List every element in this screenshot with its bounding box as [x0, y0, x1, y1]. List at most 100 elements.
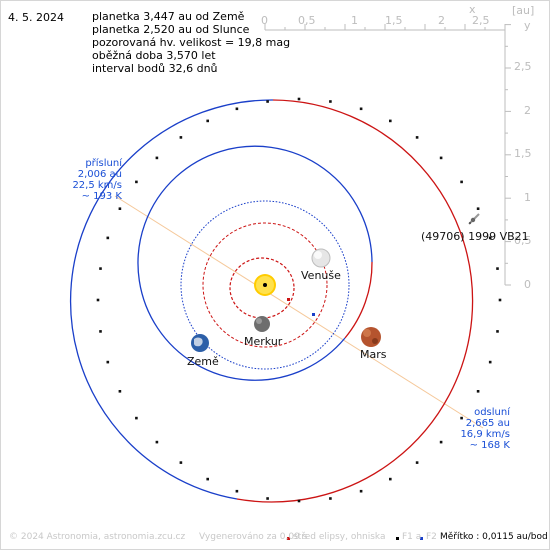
- asteroid-orbit-point: [498, 298, 502, 302]
- venus-orbit: [202, 222, 328, 348]
- asteroid-orbit-point: [329, 100, 332, 103]
- x-tick-label: 2: [438, 14, 445, 27]
- asteroid-orbit-point: [206, 477, 209, 481]
- info-line: interval bodů 32,6 dnů: [92, 62, 218, 75]
- asteroid-orbit-point: [460, 416, 463, 420]
- asteroid-orbit-point: [389, 477, 392, 481]
- mars-icon: [361, 327, 381, 347]
- asteroid-orbit-point: [329, 497, 332, 500]
- perihelion-temp: ~ 193 K: [81, 191, 122, 202]
- x-axis-letter: x: [469, 3, 476, 16]
- asteroid-position-icon: [468, 213, 480, 225]
- asteroid-orbit-point: [488, 236, 492, 240]
- info-line: oběžná doba 3,570 let: [92, 49, 216, 62]
- scale-label: Měřítko : 0,0115 au/bod: [440, 532, 548, 542]
- focus-f2-marker: [312, 313, 315, 316]
- y-tick-label: 0: [524, 278, 531, 291]
- date-label: 4. 5. 2024: [8, 11, 64, 24]
- asteroid-orbit-point: [297, 97, 301, 101]
- perihelion-speed: 22,5 km/s: [72, 180, 122, 191]
- y-tick-label: 2: [524, 104, 531, 117]
- legend-f2-label: F2: [426, 532, 437, 542]
- perihelion-info: přísluní 2,006 au 22,5 km/s ~ 193 K: [72, 158, 122, 202]
- y-scale-ticks: [505, 24, 511, 286]
- asteroid-orbit-point: [266, 100, 269, 103]
- asteroid-orbit-point: [96, 298, 100, 302]
- asteroid-orbit-upper: [69, 99, 274, 500]
- info-line: planetka 3,447 au od Země: [92, 10, 245, 23]
- asteroid-orbit-point: [179, 461, 183, 464]
- asteroid-orbit-point: [496, 267, 499, 270]
- asteroid-orbit-point: [106, 236, 110, 240]
- x-tick-label: 0,5: [298, 14, 316, 27]
- sun-icon: [254, 274, 276, 296]
- footer-bar: © 2024 Astronomia, astronomia.zcu.cz Vyg…: [9, 532, 548, 544]
- earth-orbit: [180, 200, 350, 370]
- asteroid-orbit-point: [488, 360, 492, 364]
- info-line: planetka 2,520 au od Slunce: [92, 23, 250, 36]
- aphelion-temp: ~ 168 K: [469, 440, 510, 451]
- aphelion-title: odsluní: [474, 407, 510, 418]
- aphelion-info: odsluní 2,665 au 16,9 km/s ~ 168 K: [460, 407, 510, 451]
- legend-center-marker: [287, 537, 290, 540]
- mercury-label: Merkur: [244, 335, 283, 348]
- asteroid-info-block: planetka 3,447 au od Země planetka 2,520…: [92, 10, 290, 75]
- asteroid-orbit-point: [266, 497, 269, 500]
- asteroid-orbit-point: [235, 489, 239, 493]
- venus-label: Venuše: [301, 269, 341, 282]
- earth-label: Země: [187, 355, 219, 368]
- legend-f2-marker: [420, 537, 423, 540]
- venus-icon: [311, 248, 331, 268]
- asteroid-orbit-point: [99, 330, 102, 333]
- copyright-link[interactable]: © 2024 Astronomia, astronomia.zcu.cz: [9, 532, 186, 542]
- y-tick-label: 2,5: [514, 60, 532, 73]
- y-tick-label: 1,5: [514, 147, 532, 160]
- x-tick-label: 0: [261, 14, 268, 27]
- asteroid-orbit-point: [359, 489, 363, 493]
- earth-icon: [191, 334, 209, 352]
- legend-center-label: střed elipsy, ohniska: [293, 532, 386, 542]
- asteroid-orbit-point: [118, 390, 122, 393]
- x-tick-label: 1,5: [385, 14, 403, 27]
- asteroid-orbit-point: [235, 107, 239, 111]
- legend-f1-marker: [396, 537, 399, 540]
- asteroid-orbit-point: [476, 390, 480, 393]
- asteroid-orbit-point: [155, 156, 159, 160]
- mars-orbit-upper: [137, 145, 373, 381]
- asteroid-orbit-point: [206, 119, 209, 123]
- asteroid-orbit-point: [496, 330, 499, 333]
- y-tick-label: 1: [524, 191, 531, 204]
- perihelion-title: přísluní: [85, 158, 122, 169]
- asteroid-orbit-point: [118, 207, 122, 210]
- info-line: pozorovaná hv. velikost = 19,8 mag: [92, 36, 291, 49]
- asteroid-orbit-lower: [236, 99, 474, 503]
- y-tick-label: 0,5: [514, 234, 532, 247]
- asteroid-orbit-point: [439, 440, 443, 444]
- asteroid-orbit-point: [179, 136, 183, 139]
- asteroid-orbit-point: [415, 136, 419, 139]
- x-tick-label: 2,5: [472, 14, 490, 27]
- apsis-line: [114, 195, 484, 429]
- asteroid-orbit-point: [359, 107, 363, 111]
- asteroid-orbit-point: [439, 156, 443, 160]
- perihelion-distance: 2,006 au: [77, 169, 122, 180]
- asteroid-orbit-point: [106, 360, 110, 364]
- aphelion-distance: 2,665 au: [465, 418, 510, 429]
- mars-orbit-lower: [344, 261, 373, 339]
- asteroid-orbit-point: [99, 267, 102, 270]
- asteroid-orbit-point: [135, 180, 138, 184]
- asteroid-orbit-point: [460, 180, 463, 184]
- asteroid-orbit-point: [415, 461, 419, 464]
- asteroid-orbit-point: [476, 207, 480, 210]
- mercury-orbit: [229, 257, 295, 319]
- mars-label: Mars: [360, 348, 387, 361]
- generated-time: Vygenerováno za 0,09 s: [199, 532, 308, 542]
- asteroid-orbit-points: [96, 97, 502, 503]
- mercury-icon: [254, 316, 270, 332]
- y-axis-letter: y: [524, 19, 531, 32]
- asteroid-orbit-point: [155, 440, 159, 444]
- ellipse-center-marker: [287, 298, 290, 301]
- x-scale-ticks: [264, 24, 506, 30]
- asteroid-orbit-point: [389, 119, 392, 123]
